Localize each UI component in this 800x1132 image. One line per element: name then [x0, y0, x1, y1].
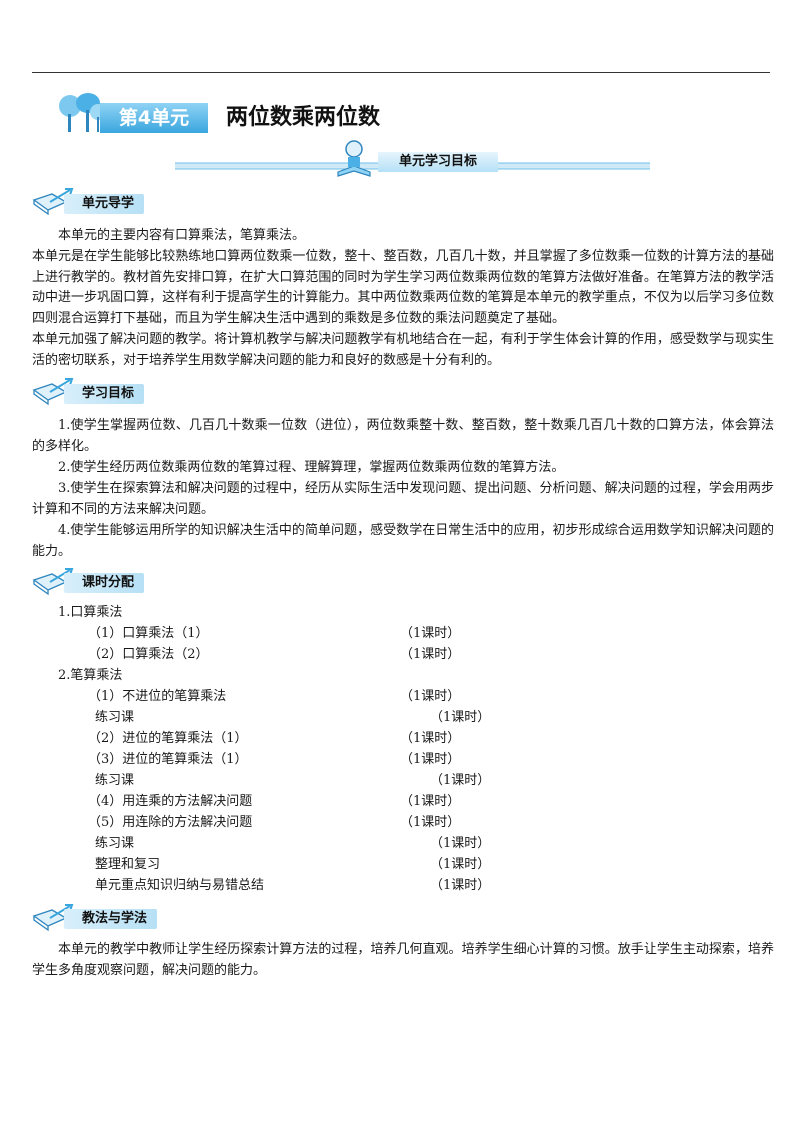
objectives-banner: 单元学习目标 [378, 152, 498, 172]
schedule-row-hours: （1课时） [400, 752, 461, 767]
notebook-arrow-icon [32, 378, 74, 406]
reading-child-icon [337, 140, 371, 177]
schedule-row-hours: （1课时） [400, 647, 461, 662]
schedule-row-hours: （1课时） [430, 878, 491, 893]
schedule-row-label: 1.口算乘法 [58, 605, 123, 620]
schedule-row-label: （2）进位的笔算乘法（1） [88, 731, 248, 746]
goal-item-3: 3.使学生在探索算法和解决问题的过程中，经历从实际生活中发现问题、提出问题、分析… [32, 481, 774, 517]
schedule-row-hours: （1课时） [430, 836, 491, 851]
schedule-row-hours: （1课时） [400, 689, 461, 704]
guide-paragraph-2: 本单元是在学生能够比较熟练地口算两位数乘一位数，整十、整百数，几百几十数，并且掌… [32, 249, 774, 327]
top-rule [32, 72, 770, 73]
unit-title: 两位数乘两位数 [226, 105, 381, 130]
schedule-row-hours: （1课时） [400, 731, 461, 746]
section-title-goals: 学习目标 [64, 384, 145, 404]
schedule-row-hours: （1课时） [430, 857, 491, 872]
goal-item-1: 1.使学生掌握两位数、几百几十数乘一位数（进位），两位数乘整十数、整百数，整十数… [32, 418, 774, 454]
schedule-row-label: （5）用连除的方法解决问题 [88, 815, 253, 830]
schedule-row-hours: （1课时） [430, 710, 491, 725]
trees-icon [59, 93, 106, 132]
guide-paragraph-3: 本单元加强了解决问题的教学。将计算机教学与解决问题教学有机地结合在一起，有利于学… [32, 332, 774, 368]
goal-item-2: 2.使学生经历两位数乘两位数的笔算过程、理解算理，掌握两位数乘两位数的笔算方法。 [58, 460, 565, 475]
section-title-methods: 教法与学法 [64, 909, 158, 929]
schedule-row-label: 2.笔算乘法 [58, 668, 123, 683]
schedule-row-label: 单元重点知识归纳与易错总结 [95, 878, 265, 893]
section-title-schedule: 课时分配 [64, 573, 145, 593]
guide-paragraph-1: 本单元的主要内容有口算乘法，笔算乘法。 [58, 228, 306, 243]
goal-item-4: 4.使学生能够运用所学的知识解决生活中的简单问题，感受数学在日常生活中的应用，初… [32, 523, 774, 559]
schedule-row-hours: （1课时） [400, 794, 461, 809]
schedule-row-label: （3）进位的笔算乘法（1） [88, 752, 248, 767]
schedule-row-label: 练习课 [95, 773, 135, 788]
schedule-row-label: 整理和复习 [95, 857, 161, 872]
section-title-guide: 单元导学 [64, 194, 145, 214]
schedule-row-hours: （1课时） [400, 626, 461, 641]
schedule-row-hours: （1课时） [400, 815, 461, 830]
schedule-row-hours: （1课时） [430, 773, 491, 788]
schedule-row-label: 练习课 [95, 836, 135, 851]
unit-label: 第4单元 [100, 103, 208, 133]
schedule-row-label: （1）口算乘法（1） [88, 626, 209, 641]
schedule-row-label: （4）用连乘的方法解决问题 [88, 794, 253, 809]
methods-paragraph: 本单元的教学中教师让学生经历探索计算方法的过程，培养几何直观。培养学生细心计算的… [32, 942, 774, 978]
schedule-row-label: （2）口算乘法（2） [88, 647, 209, 662]
schedule-row-label: （1）不进位的笔算乘法 [88, 689, 227, 704]
schedule-row-label: 练习课 [95, 710, 135, 725]
